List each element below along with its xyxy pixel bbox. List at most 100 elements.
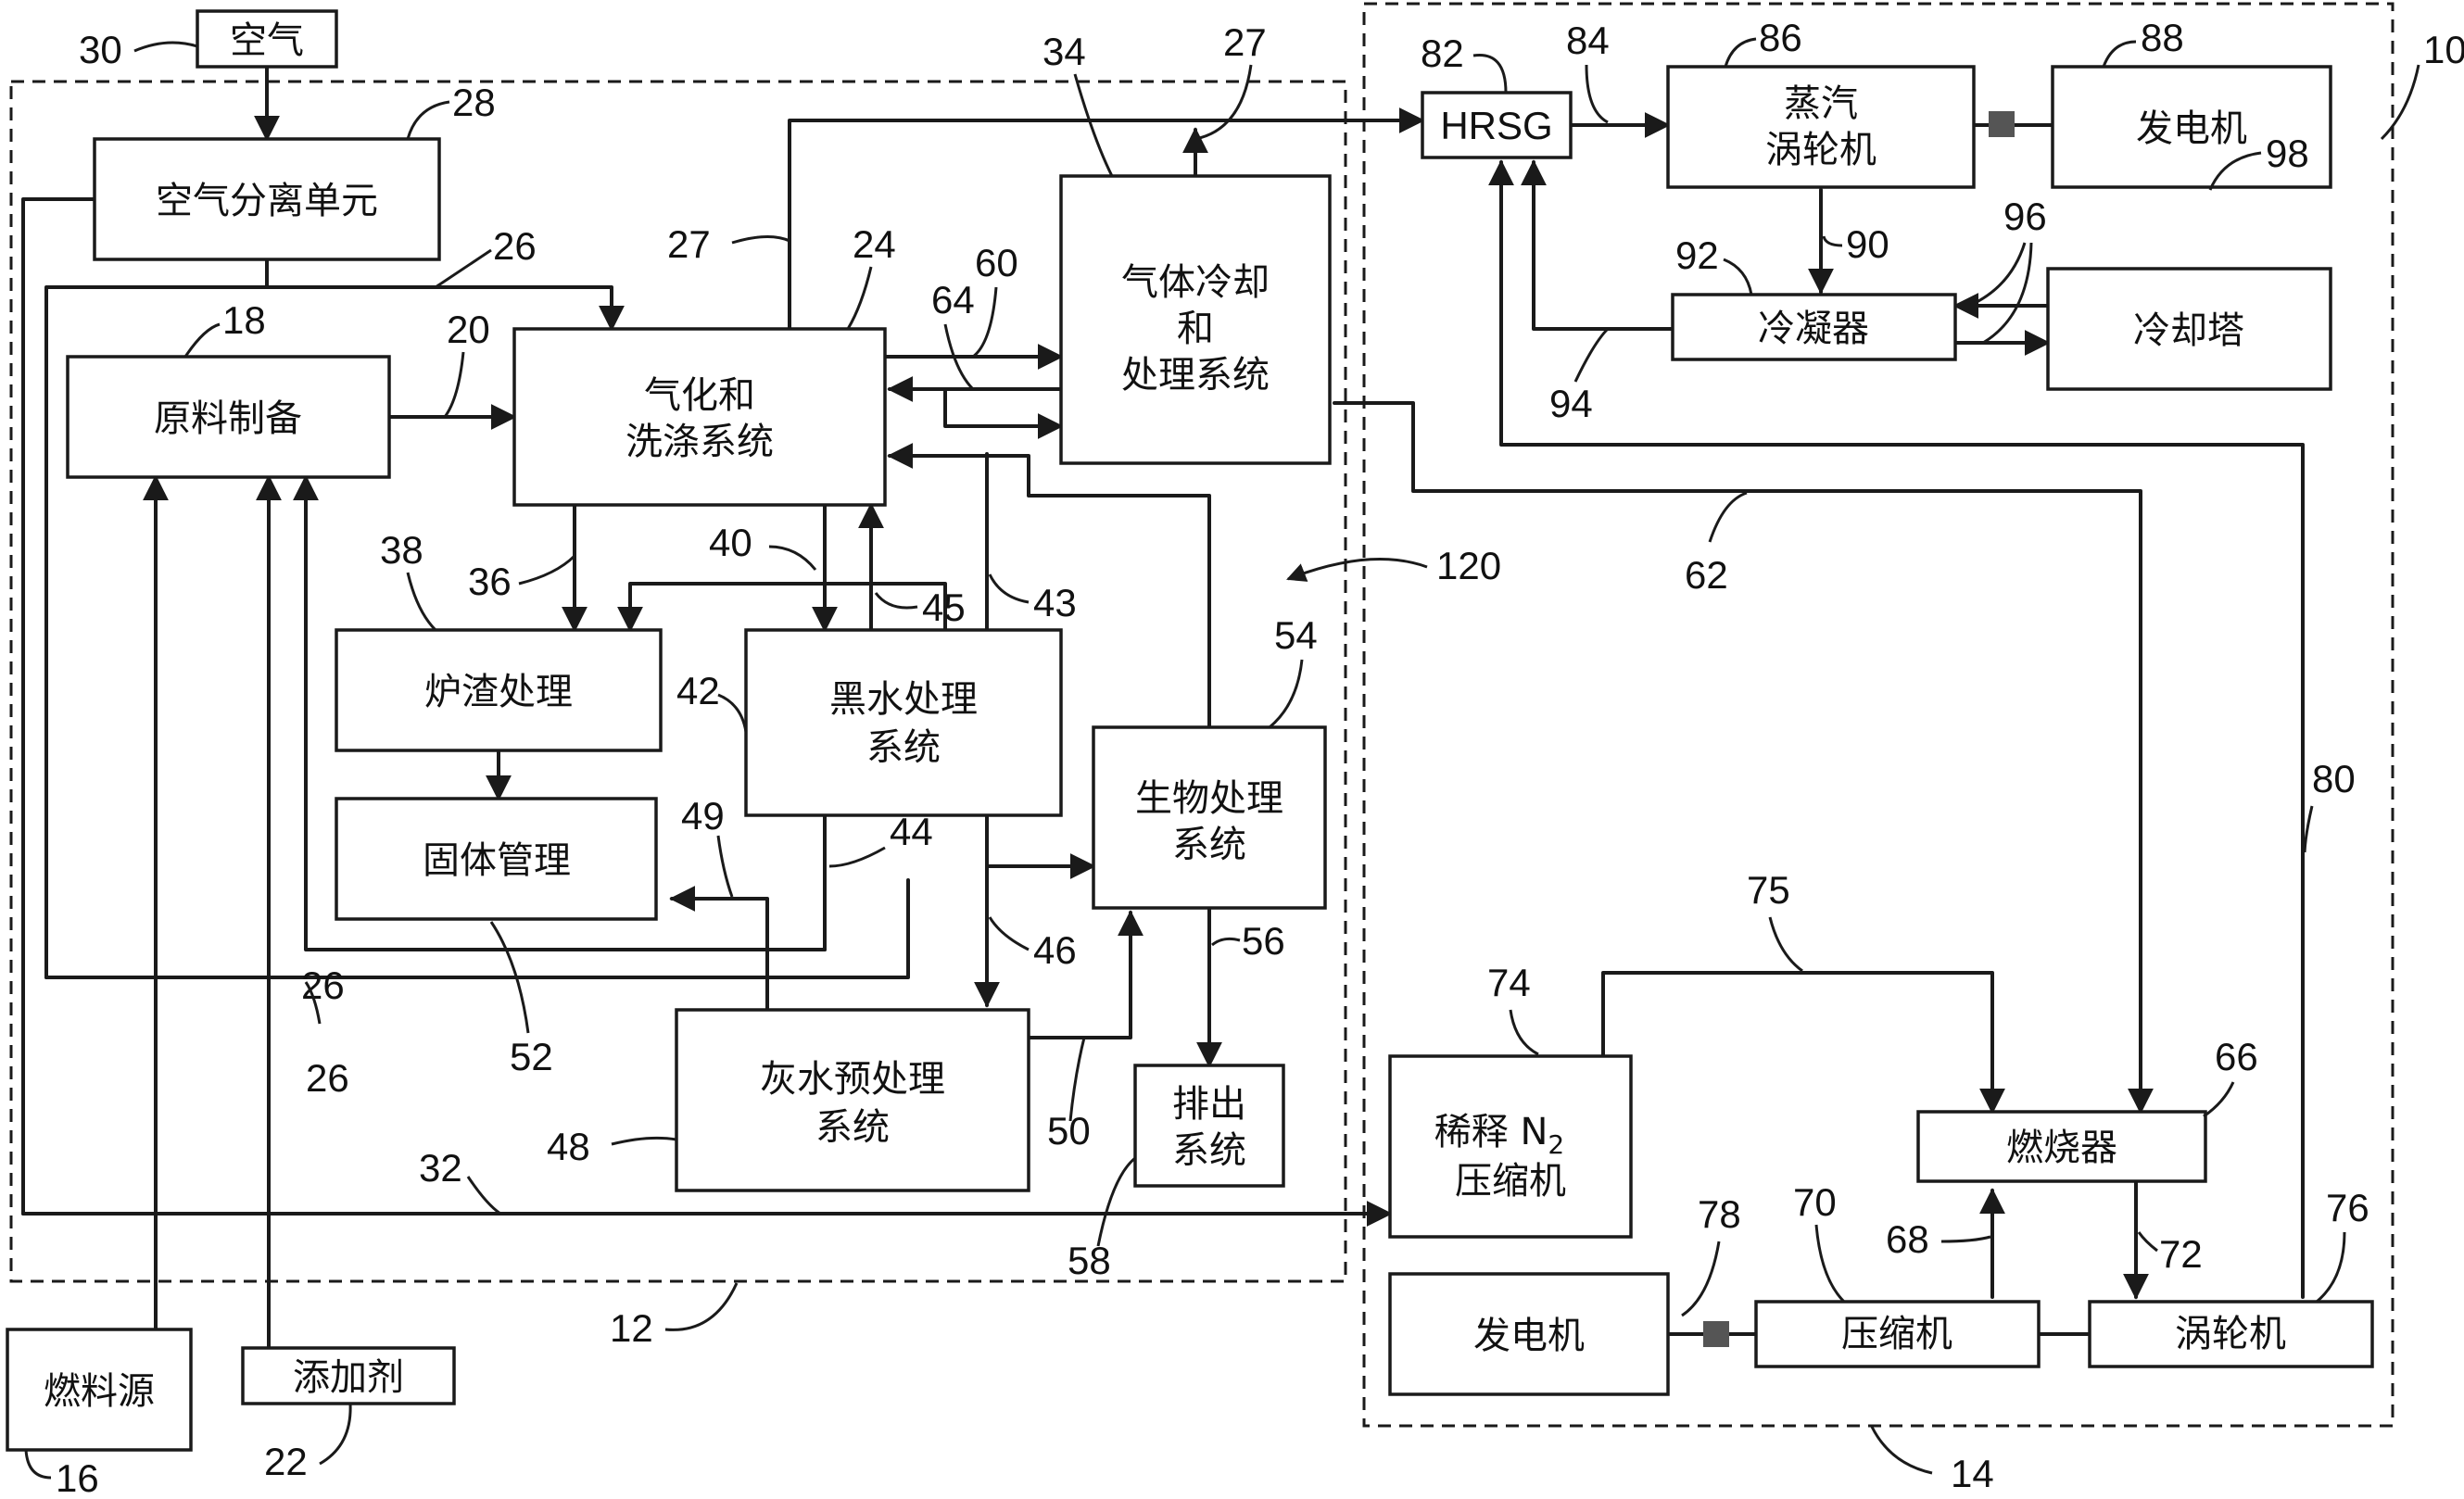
shaft-coupling-top: [1989, 111, 2015, 137]
asu-label: 空气分离单元: [156, 180, 378, 222]
blackwater-label-1: 黑水处理: [829, 678, 978, 721]
ref-16: 16: [56, 1456, 99, 1499]
gas-turbine-box: 涡轮机: [2088, 1300, 2374, 1368]
fuel-source-box: 燃料源: [6, 1328, 193, 1452]
ref-52: 52: [510, 1035, 553, 1078]
ref-66: 66: [2215, 1035, 2258, 1078]
discharge-box: 排出 系统: [1133, 1064, 1285, 1188]
ref-76: 76: [2326, 1186, 2369, 1229]
ref-80: 80: [2312, 757, 2356, 800]
hrsg-label: HRSG: [1440, 104, 1552, 147]
ref-42: 42: [676, 669, 720, 712]
ref-92: 92: [1675, 233, 1719, 277]
ref-18: 18: [222, 298, 266, 342]
combustor-box: 燃烧器: [1916, 1110, 2207, 1183]
fuel-source-label: 燃料源: [44, 1370, 155, 1413]
ref-70: 70: [1793, 1180, 1837, 1224]
n2-comp-label-2: 压缩机: [1455, 1160, 1566, 1203]
ref-27a: 27: [667, 222, 711, 266]
air-separation-unit-box: 空气分离单元: [93, 137, 441, 261]
ref-49: 49: [681, 794, 725, 838]
steam-turbine-label-2: 涡轮机: [1765, 129, 1876, 171]
condenser-box: 冷凝器: [1671, 293, 1957, 361]
generator-top-box: 发电机: [2051, 65, 2332, 189]
gasifier-label-2: 洗涤系统: [625, 421, 774, 463]
ref-78: 78: [1698, 1192, 1741, 1236]
ref-24: 24: [853, 222, 896, 266]
ref-36: 36: [468, 560, 512, 603]
ref-88: 88: [2141, 16, 2184, 59]
ref-40: 40: [709, 521, 752, 564]
bio-treatment-box: 生物处理 系统: [1092, 725, 1327, 910]
compressor-label: 压缩机: [1841, 1313, 1952, 1355]
gasifier-label-1: 气化和: [644, 374, 755, 417]
ref-28: 28: [452, 81, 496, 124]
ref-54: 54: [1274, 613, 1318, 657]
ref-50: 50: [1047, 1109, 1091, 1153]
greywater-label-1: 灰水预处理: [760, 1058, 945, 1101]
ref-10: 10: [2423, 28, 2464, 71]
compressor-box: 压缩机: [1754, 1300, 2041, 1368]
black-water-box: 黑水处理 系统: [744, 628, 1063, 817]
discharge-label-2: 系统: [1172, 1129, 1246, 1172]
reference-numerals: 30 28 26 18 20 24 27 34 27 60 64 38 36 4…: [24, 16, 2464, 1499]
ref-60: 60: [975, 241, 1018, 284]
ref-56: 56: [1242, 919, 1285, 963]
ref-86: 86: [1759, 16, 1802, 59]
ref-84: 84: [1566, 19, 1610, 62]
shaft-coupling-bottom: [1703, 1321, 1729, 1347]
bio-label-2: 系统: [1172, 824, 1246, 866]
ref-94: 94: [1549, 382, 1593, 425]
bio-label-1: 生物处理: [1135, 777, 1283, 820]
gas-cooling-box: 气体冷却 和 处理系统: [1059, 174, 1332, 465]
generator-top-label: 发电机: [2136, 107, 2247, 150]
ref-96: 96: [2003, 195, 2047, 238]
ref-20: 20: [447, 308, 490, 351]
ref-38: 38: [380, 528, 423, 572]
solids-box: 固体管理: [335, 797, 658, 921]
power-subsystem-border: [1362, 2, 2395, 1428]
ref-45: 45: [922, 586, 966, 629]
ref-72: 72: [2159, 1232, 2203, 1276]
ref-62: 62: [1685, 553, 1728, 597]
ref-58: 58: [1068, 1239, 1111, 1282]
ref-48: 48: [547, 1125, 590, 1168]
blackwater-label-2: 系统: [866, 726, 941, 769]
greywater-label-2: 系统: [815, 1106, 890, 1149]
slag-box: 炉渣处理: [335, 628, 663, 752]
n2-compressor-box: 稀释 N2 压缩机: [1388, 1054, 1633, 1239]
ref-82: 82: [1421, 31, 1464, 75]
generator-bottom-box: 发电机: [1388, 1272, 1670, 1396]
greywater-box: 灰水预处理 系统: [675, 1008, 1030, 1192]
air-label: 空气: [230, 19, 304, 62]
cooling-tower-box: 冷却塔: [2046, 267, 2332, 391]
gascool-label-1: 气体冷却: [1121, 261, 1270, 304]
additive-label: 添加剂: [293, 1356, 404, 1399]
discharge-label-1: 排出: [1172, 1083, 1246, 1126]
ref-90: 90: [1846, 222, 1889, 266]
ref-32: 32: [419, 1146, 462, 1190]
generator-bottom-label: 发电机: [1473, 1315, 1585, 1357]
ref-120: 120: [1436, 544, 1501, 587]
ref-74: 74: [1487, 961, 1531, 1004]
ref-30: 30: [79, 28, 122, 71]
combustor-label: 燃烧器: [2006, 1127, 2117, 1169]
gasifier-box: 气化和 洗涤系统: [512, 327, 887, 507]
feed-prep-label: 原料制备: [154, 397, 302, 440]
gascool-label-2: 和: [1177, 308, 1214, 350]
feedstock-prep-box: 原料制备: [66, 355, 391, 479]
steam-turbine-label-1: 蒸汽: [1784, 82, 1858, 125]
ref-98: 98: [2266, 132, 2309, 175]
gasification-subsystem-border: [9, 80, 1347, 1283]
hrsg-box: HRSG: [1421, 91, 1573, 159]
cooling-tower-label: 冷却塔: [2133, 309, 2244, 352]
gascool-label-3: 处理系统: [1121, 354, 1270, 397]
ref-27b: 27: [1223, 20, 1267, 64]
ref-75: 75: [1747, 868, 1790, 912]
ref-14: 14: [1951, 1452, 1994, 1495]
condenser-label: 冷凝器: [1758, 308, 1869, 350]
solids-label: 固体管理: [423, 839, 571, 882]
ref-44: 44: [890, 810, 933, 853]
steam-turbine-box: 蒸汽 涡轮机: [1666, 65, 1976, 189]
ref-43: 43: [1033, 581, 1077, 624]
